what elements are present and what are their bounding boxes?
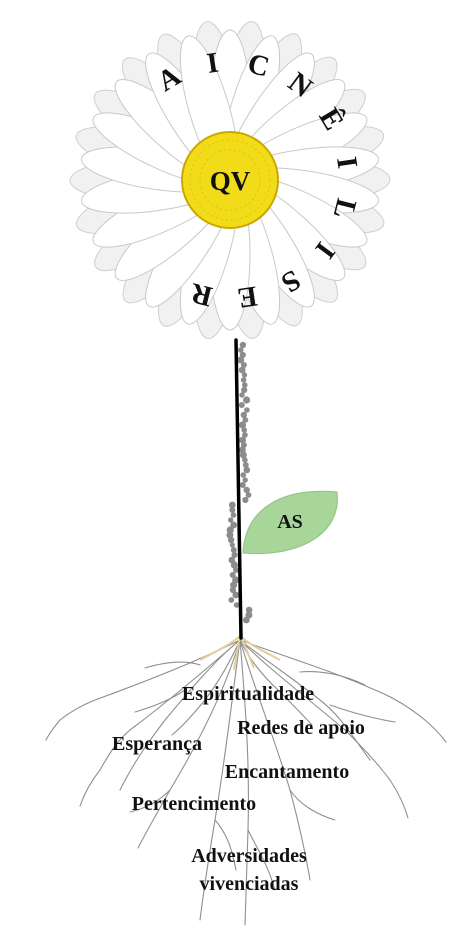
stem-dot: [228, 597, 235, 603]
stem-dot: [231, 552, 238, 558]
stem-dot: [229, 572, 236, 578]
stem-dot: [232, 591, 240, 599]
stem-dot: [228, 501, 236, 509]
stem-dot: [237, 356, 245, 364]
stem-dot: [240, 362, 247, 368]
stem: [234, 338, 243, 640]
stem-dot: [238, 402, 245, 408]
root-label-adversidades: Adversidades: [191, 845, 307, 867]
stem-dot: [242, 462, 249, 468]
stem-dot: [242, 432, 248, 438]
stem-dot: [241, 427, 247, 433]
stem-dot: [240, 411, 247, 419]
root-label-esperanca: Esperança: [112, 733, 202, 755]
stem-dot: [242, 477, 248, 483]
stem-dot: [230, 521, 238, 529]
root-label-pertencimento: Pertencimento: [132, 793, 256, 815]
root-label-redes-de-apoio: Redes de apoio: [237, 717, 365, 739]
stem-dot: [239, 436, 247, 444]
stem-dot: [229, 507, 236, 513]
stem-dot: [243, 466, 251, 474]
stem-dot: [239, 451, 247, 459]
stem-dot: [226, 526, 234, 534]
root-crown: [199, 635, 281, 671]
roots: [45, 639, 447, 926]
stem-dot: [226, 531, 234, 539]
stem-dot: [227, 536, 235, 544]
stem-dots: [226, 341, 253, 624]
stem-dot: [228, 517, 234, 523]
stem-dot: [238, 366, 246, 374]
stem-dot: [242, 496, 249, 504]
stem-dot: [230, 512, 237, 518]
leaf: AS: [242, 490, 338, 555]
stem-dot: [239, 341, 247, 349]
stem-dot: [239, 482, 246, 488]
stem-dot: [242, 382, 248, 388]
root-label-vivenciadas: vivenciadas: [200, 873, 299, 895]
stem-dot: [245, 492, 252, 498]
stem-dot: [240, 377, 247, 383]
leaf-shape: [242, 490, 338, 555]
stem-dot: [229, 542, 235, 548]
stem-dot: [245, 606, 253, 614]
stem-dot: [241, 386, 248, 394]
stem-dot: [239, 392, 245, 398]
stem-dot: [243, 616, 250, 624]
center-label: QV: [210, 166, 251, 196]
root-labels: Espiritualidade Redes de apoio Esperança…: [112, 683, 365, 895]
stem-dot: [243, 396, 251, 404]
stem-dot: [240, 472, 246, 478]
root-label-espiritualidade: Espiritualidade: [182, 683, 314, 705]
ring-letter: E: [235, 279, 259, 314]
stem-dot: [233, 567, 239, 573]
stem-dot: [238, 421, 247, 429]
stem-dot: [238, 347, 244, 353]
stem-dot: [242, 457, 248, 463]
ring-letter: I: [330, 155, 363, 171]
stem-dot: [233, 602, 240, 608]
stem-dot: [230, 547, 237, 553]
stem-dot: [229, 586, 236, 594]
stem-dot: [243, 486, 250, 494]
leaf-label: AS: [277, 511, 303, 533]
flower-center: QV: [181, 131, 279, 229]
stem-dot: [242, 417, 249, 423]
ring-letter: I: [205, 47, 221, 80]
stem-dot: [241, 372, 248, 378]
stem-dot: [230, 581, 238, 589]
stem-dot: [230, 561, 238, 569]
root-label-encantamento: Encantamento: [225, 761, 349, 783]
stem-dot: [244, 407, 250, 413]
